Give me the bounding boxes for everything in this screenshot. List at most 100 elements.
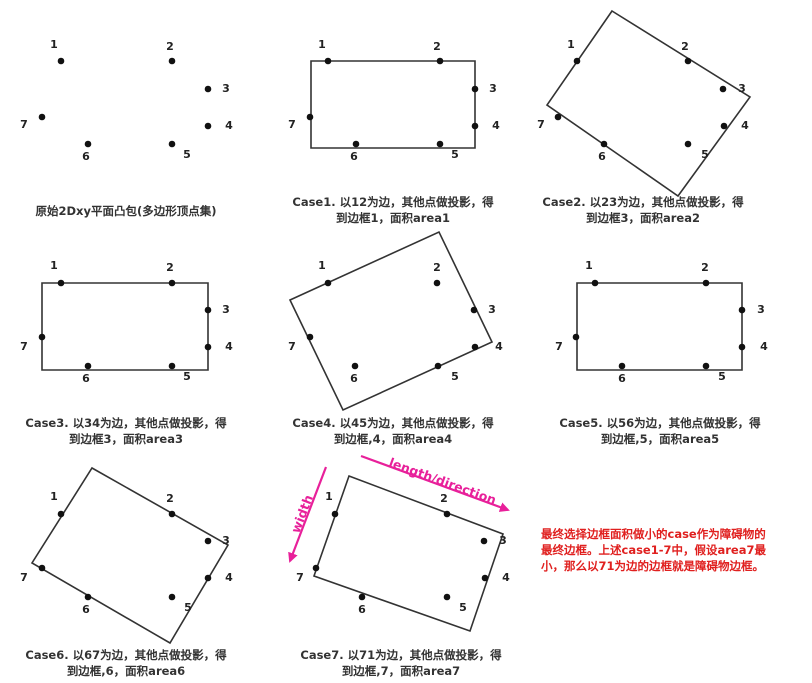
- hull-point-7: [572, 333, 580, 341]
- hull-point-7: [312, 564, 320, 572]
- point-label-4: 4: [225, 571, 233, 584]
- point-label-3: 3: [738, 82, 746, 95]
- point-label-2: 2: [701, 261, 709, 274]
- point-label-5: 5: [459, 601, 467, 614]
- point-label-5: 5: [183, 148, 191, 161]
- hull-point-7: [554, 113, 562, 121]
- case2-bounding-box: [545, 9, 752, 198]
- hull-point-1: [57, 510, 65, 518]
- hull-point-5: [168, 362, 176, 370]
- case3-caption-line-1: Case3. 以34为边，其他点做投影，得: [25, 416, 227, 430]
- case7-annotations: length/direction width: [288, 454, 510, 563]
- point-label-1: 1: [50, 259, 58, 272]
- hull-point-6: [84, 140, 92, 148]
- point-label-5: 5: [183, 370, 191, 383]
- point-label-6: 6: [598, 150, 606, 163]
- hull-point-4: [738, 343, 746, 351]
- point-label-7: 7: [555, 340, 563, 353]
- hull-point-6: [600, 140, 608, 148]
- hull-point-4: [720, 122, 728, 130]
- hull-point-5: [434, 362, 442, 370]
- hull-point-3: [204, 537, 212, 545]
- hull-point-5: [684, 140, 692, 148]
- case7-bounding-box: [312, 474, 505, 633]
- point-label-5: 5: [451, 370, 459, 383]
- case5-caption-line-2: 到边框,5，面积area5: [601, 432, 719, 446]
- point-label-1: 1: [50, 38, 58, 51]
- hull-point-6: [84, 362, 92, 370]
- case4-bounding-box: [288, 230, 494, 412]
- hull-point-2: [702, 279, 710, 287]
- hull-point-1: [573, 57, 581, 65]
- case6-bounding-box: [30, 466, 230, 645]
- hull-point-1: [57, 279, 65, 287]
- point-label-2: 2: [433, 261, 441, 274]
- case1-caption-line-2: 到边框1，面积area1: [336, 211, 450, 225]
- point-label-3: 3: [222, 82, 230, 95]
- case2-caption-line-2: 到边框3，面积area2: [586, 211, 700, 225]
- point-label-6: 6: [358, 603, 366, 616]
- point-label-6: 6: [618, 372, 626, 385]
- hull-point-3: [204, 306, 212, 314]
- case3-caption-line-2: 到边框3，面积area3: [69, 432, 183, 446]
- point-label-3: 3: [489, 82, 497, 95]
- point-label-1: 1: [50, 490, 58, 503]
- width-label: width: [288, 493, 316, 535]
- point-label-1: 1: [567, 38, 575, 51]
- hull-point-3: [204, 85, 212, 93]
- hull-point-6: [358, 593, 366, 601]
- point-label-6: 6: [82, 372, 90, 385]
- hull-point-4: [204, 343, 212, 351]
- point-label-7: 7: [537, 118, 545, 131]
- hull-point-4: [204, 122, 212, 130]
- point-label-2: 2: [681, 40, 689, 53]
- point-label-6: 6: [82, 150, 90, 163]
- point-label-7: 7: [20, 118, 28, 131]
- point-label-6: 6: [82, 603, 90, 616]
- point-label-5: 5: [184, 601, 192, 614]
- point-label-7: 7: [288, 340, 296, 353]
- hull-point-3: [738, 306, 746, 314]
- case3-bounding-box: [41, 282, 209, 371]
- hull-point-7: [38, 113, 46, 121]
- point-label-7: 7: [288, 118, 296, 131]
- hull-point-2: [168, 279, 176, 287]
- point-label-2: 2: [166, 261, 174, 274]
- hull-point-6: [352, 140, 360, 148]
- point-label-6: 6: [350, 150, 358, 163]
- hull-point-7: [306, 333, 314, 341]
- point-label-2: 2: [166, 492, 174, 505]
- point-label-3: 3: [222, 303, 230, 316]
- hull-point-6: [84, 593, 92, 601]
- original-caption-line-1: 原始2Dxy平面凸包(多边形顶点集): [36, 204, 217, 218]
- hull-point-7: [306, 113, 314, 121]
- case5-caption-line-1: Case5. 以56为边，其他点做投影，得: [559, 416, 761, 430]
- hull-point-5: [436, 140, 444, 148]
- point-label-5: 5: [718, 370, 726, 383]
- case7-caption-line-2: 到边框,7，面积area7: [342, 664, 460, 678]
- point-label-7: 7: [296, 571, 304, 584]
- point-label-4: 4: [225, 340, 233, 353]
- point-label-3: 3: [757, 303, 765, 316]
- note-line-1: 最终选择边框面积做小的case作为障碍物的: [541, 527, 766, 541]
- hull-point-7: [38, 333, 46, 341]
- hull-point-2: [436, 57, 444, 65]
- note-line-2: 最终边框。上述case1-7中，假设area7最: [541, 543, 766, 557]
- point-label-1: 1: [585, 259, 593, 272]
- point-label-5: 5: [701, 148, 709, 161]
- point-label-2: 2: [166, 40, 174, 53]
- length-direction-arrow: [360, 454, 510, 512]
- hull-point-5: [443, 593, 451, 601]
- point-label-1: 1: [325, 490, 333, 503]
- hull-point-1: [324, 279, 332, 287]
- hull-point-5: [168, 140, 176, 148]
- hull-point-5: [168, 593, 176, 601]
- case1-bounding-box: [310, 60, 476, 149]
- point-label-1: 1: [318, 259, 326, 272]
